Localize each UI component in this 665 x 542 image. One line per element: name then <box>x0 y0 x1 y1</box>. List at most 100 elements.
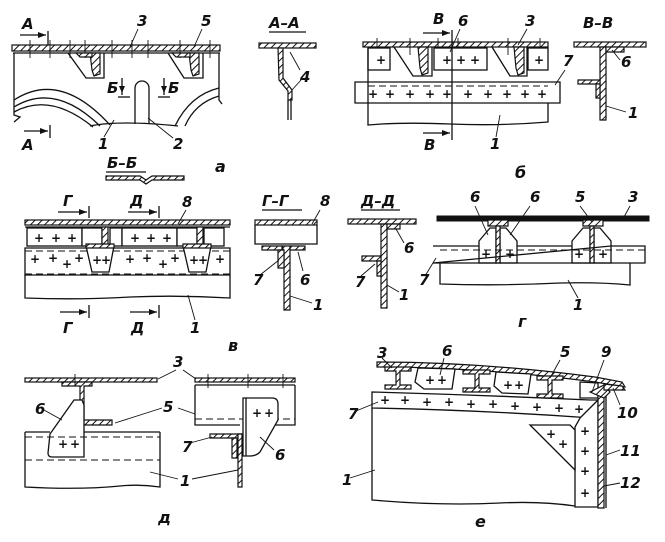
label-1: 1 <box>573 296 583 314</box>
svg-text:+: + <box>481 247 491 261</box>
label-6: 6 <box>530 188 540 206</box>
b-stringer-right <box>513 46 525 76</box>
svg-text:+: + <box>130 231 140 245</box>
label-3: 3 <box>628 188 638 206</box>
svg-text:+: + <box>503 378 513 392</box>
panel-v: + + + + + + + + + + + + + + + + + <box>24 192 238 355</box>
svg-text:+: + <box>198 253 208 267</box>
label-8: 8 <box>320 192 330 210</box>
svg-text:+: + <box>51 231 61 245</box>
svg-text:+: + <box>505 247 515 261</box>
svg-text:+: + <box>405 87 415 101</box>
dd-skin-plate <box>347 218 417 225</box>
svg-text:+: + <box>58 437 68 451</box>
svg-text:+: + <box>425 87 435 101</box>
svg-text:+: + <box>444 395 454 409</box>
svg-text:+: + <box>470 53 480 67</box>
section-marker-b-left: Б <box>107 79 118 97</box>
label-7: 7 <box>182 438 193 456</box>
e-gusset-6-a <box>414 367 456 390</box>
svg-text:+: + <box>264 406 274 420</box>
section-marker-d-bottom: Д <box>130 319 144 337</box>
svg-text:+: + <box>546 427 556 441</box>
label-3: 3 <box>377 344 387 362</box>
svg-text:+: + <box>520 87 530 101</box>
svg-text:+: + <box>580 486 590 500</box>
v-frame-1 <box>24 275 231 300</box>
gg-gusset-6 <box>289 245 306 251</box>
svg-text:+: + <box>502 87 512 101</box>
section-dd: Д–Д 6 7 1 <box>347 192 417 309</box>
label-7: 7 <box>348 405 359 423</box>
section-marker-a-top: А <box>21 15 34 33</box>
svg-text:+: + <box>425 373 435 387</box>
svg-text:+: + <box>580 424 590 438</box>
d-skin-plate-3-right <box>194 377 296 383</box>
svg-text:+: + <box>598 247 608 261</box>
svg-text:+: + <box>158 257 168 271</box>
svg-text:+: + <box>437 373 447 387</box>
e-corner-insulation <box>528 424 576 472</box>
svg-text:+: + <box>385 87 395 101</box>
section-marker-v-top: В <box>433 10 444 28</box>
svg-text:+: + <box>34 231 44 245</box>
b-gusset-6-right <box>527 47 549 71</box>
e-wall-insulation <box>574 398 599 508</box>
svg-text:+: + <box>463 87 473 101</box>
g-skin-plate-3 <box>436 215 650 222</box>
svg-text:+: + <box>74 251 84 265</box>
label-1: 1 <box>180 472 190 490</box>
b-frame-1 <box>367 48 549 126</box>
gg-skin-plate <box>254 219 318 226</box>
panel-d: + + + + 3 6 5 7 6 1 д <box>24 353 296 527</box>
section-marker-b-right: Б <box>168 79 179 97</box>
panel-label-e: е <box>475 512 486 531</box>
label-3: 3 <box>525 12 535 30</box>
svg-text:+: + <box>422 395 432 409</box>
dd-frame-web <box>380 223 388 309</box>
panel-label-g: г <box>518 312 527 331</box>
svg-text:+: + <box>92 253 102 267</box>
label-3: 3 <box>173 353 183 371</box>
label-11: 11 <box>620 442 641 460</box>
section-marker-g-top: Г <box>63 192 74 210</box>
frame-1 <box>13 53 22 123</box>
label-7: 7 <box>419 271 430 289</box>
section-marker-a-bottom: А <box>21 136 34 154</box>
label-1: 1 <box>399 286 409 304</box>
svg-text:+: + <box>466 397 476 411</box>
panel-label-a: а <box>215 157 226 176</box>
label-6: 6 <box>300 271 310 289</box>
label-5: 5 <box>560 343 570 361</box>
label-5: 5 <box>575 188 585 206</box>
label-1: 1 <box>190 319 200 337</box>
svg-text:+: + <box>146 231 156 245</box>
label-1: 1 <box>313 296 323 314</box>
label-3: 3 <box>137 12 147 30</box>
label-7: 7 <box>355 273 366 291</box>
d-gusset-6-right <box>242 397 279 457</box>
svg-text:+: + <box>580 464 590 478</box>
stringer-cutout-left <box>67 52 105 79</box>
v-rivet-rows: + + + + + + + + + <box>30 251 225 271</box>
label-6: 6 <box>621 53 631 71</box>
svg-text:+: + <box>554 401 564 415</box>
svg-text:+: + <box>215 252 225 266</box>
svg-text:+: + <box>170 251 180 265</box>
section-title-gg: Г–Г <box>262 192 290 210</box>
label-5: 5 <box>201 12 211 30</box>
aa-profile-4 <box>277 47 293 101</box>
vv-frame-web <box>599 46 607 121</box>
lightening-hole-arc-right <box>174 87 220 127</box>
d-stringer-5-left <box>61 381 113 426</box>
label-7: 7 <box>563 52 574 70</box>
svg-text:+: + <box>514 378 524 392</box>
svg-text:+: + <box>376 53 386 67</box>
section-title-bb: Б–Б <box>107 154 137 172</box>
svg-text:+: + <box>125 252 135 266</box>
section-title-aa: А–А <box>268 14 300 32</box>
e-band-crosses: + + + + + + + + + + <box>380 393 584 416</box>
svg-text:+: + <box>142 251 152 265</box>
label-6: 6 <box>442 342 452 360</box>
d-frame-1-right <box>237 433 243 488</box>
